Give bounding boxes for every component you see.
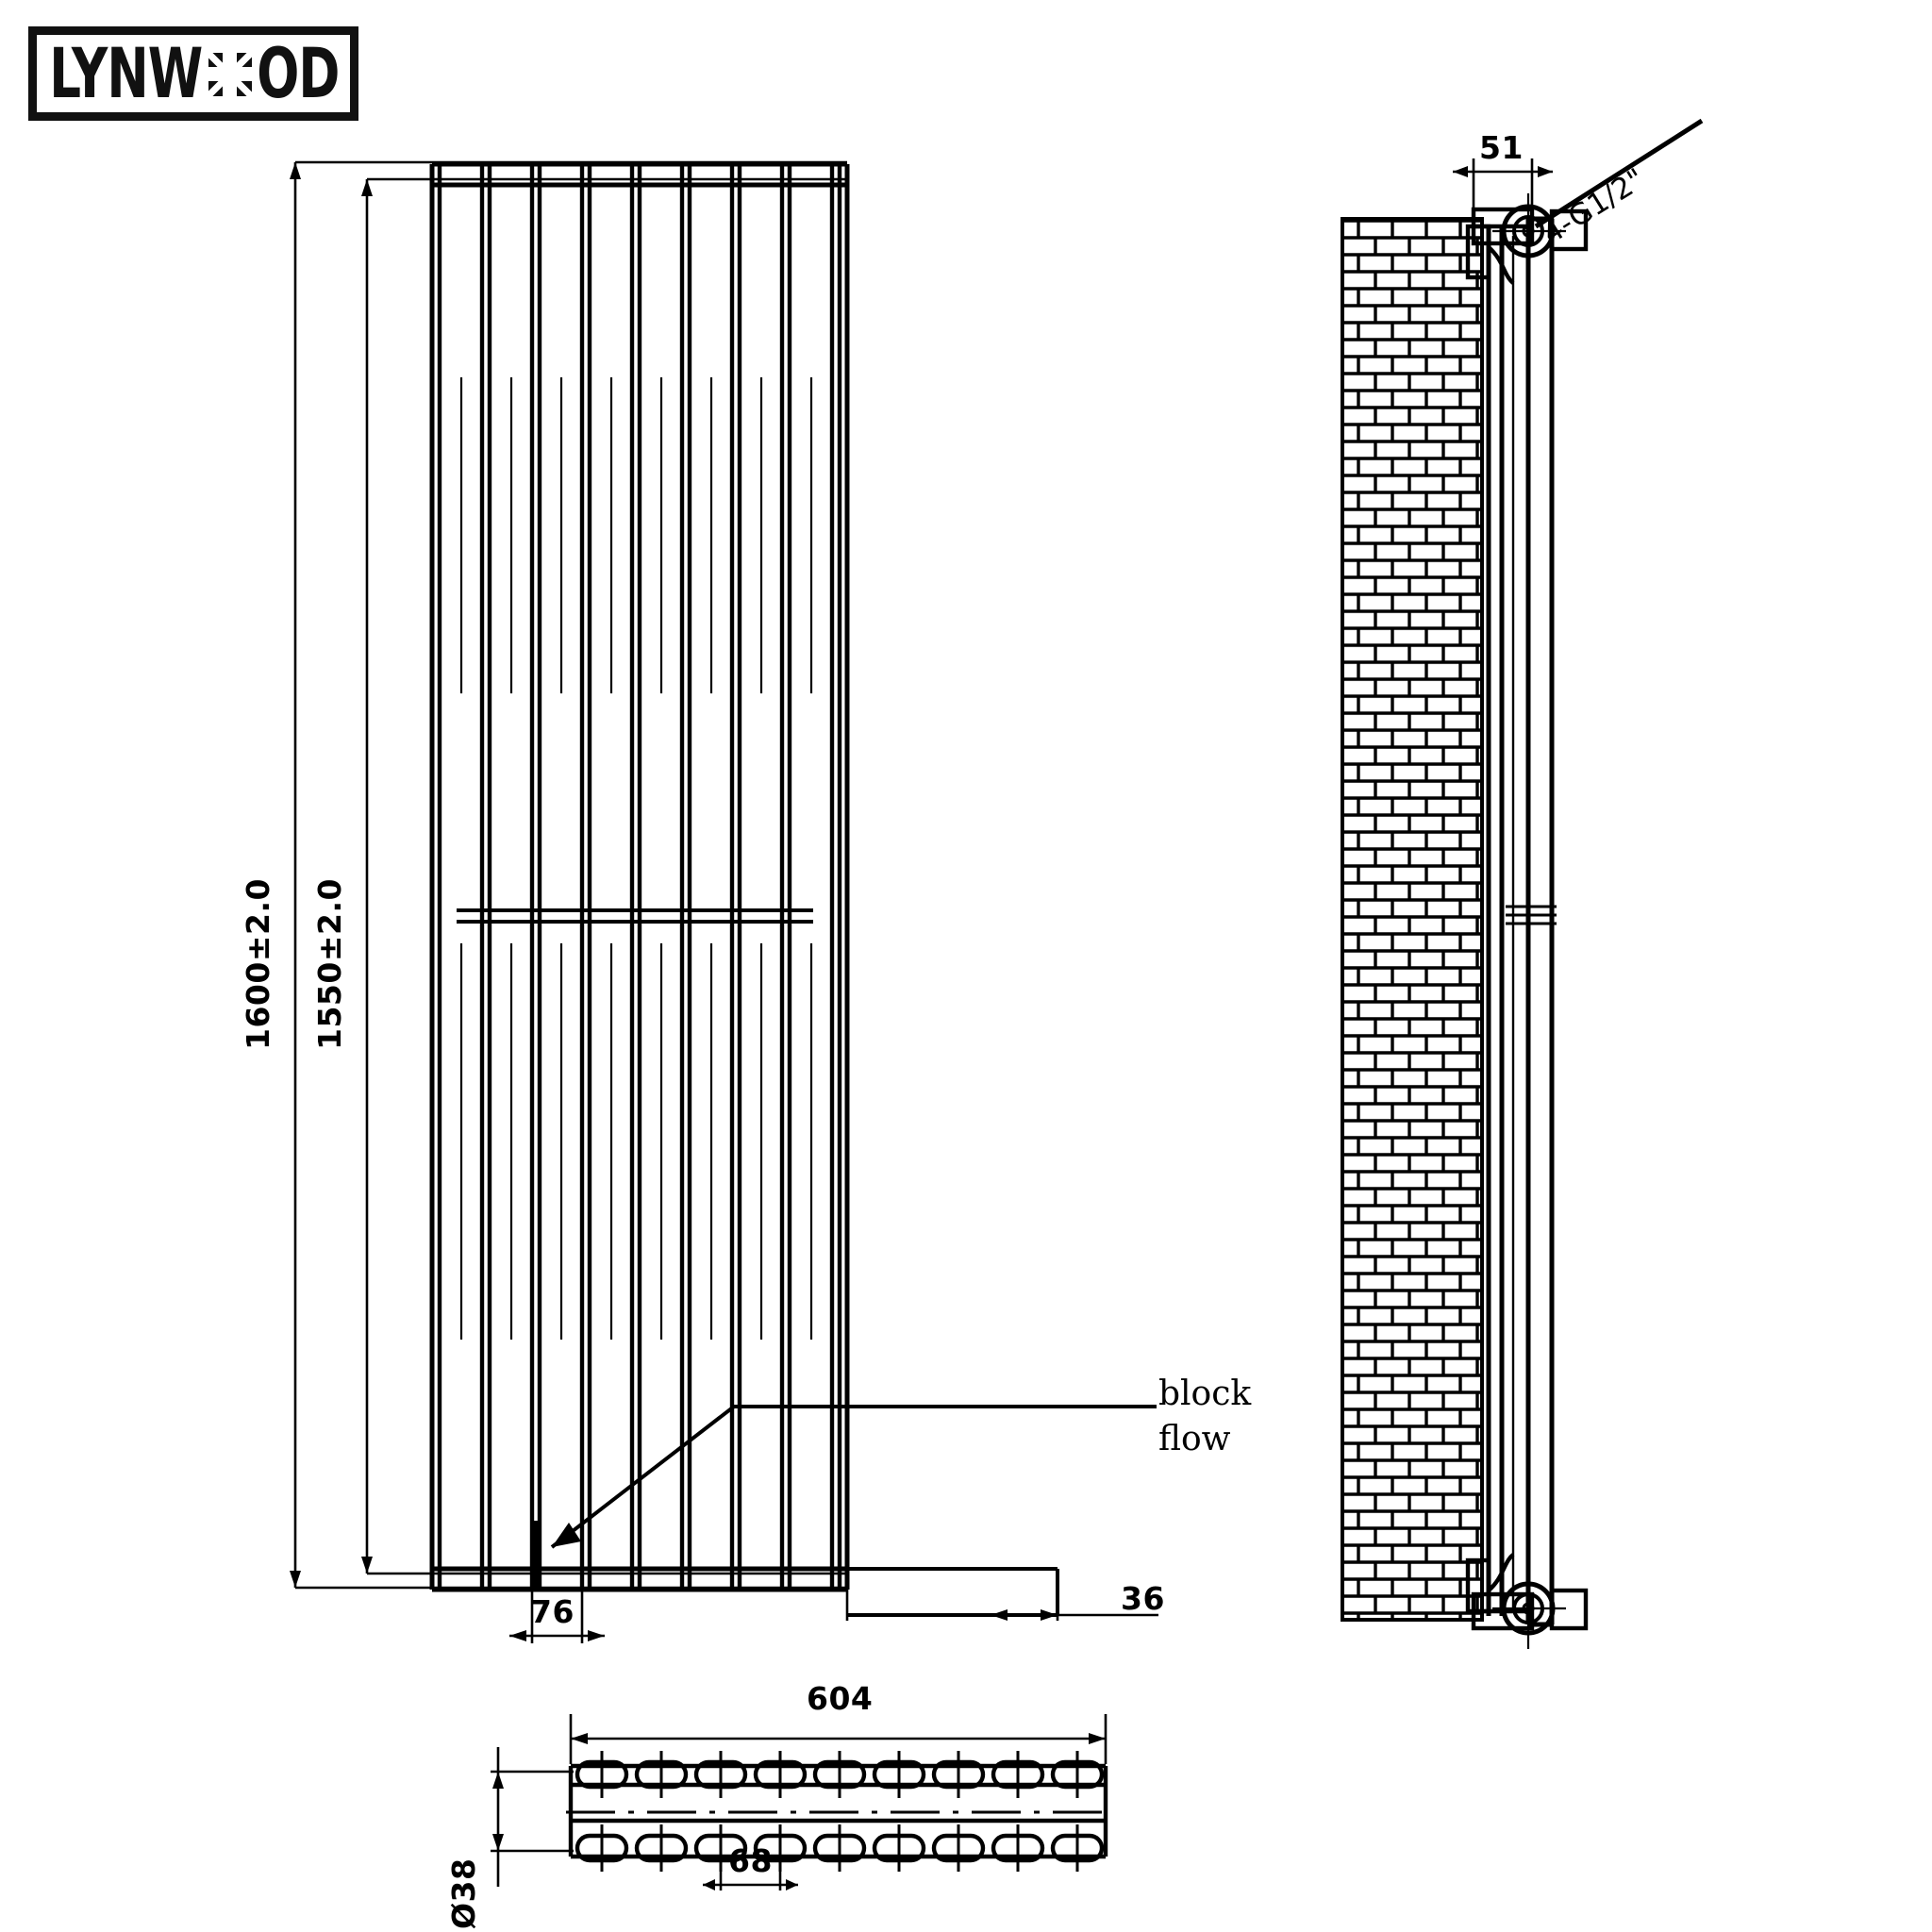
dim-51 <box>1453 158 1553 213</box>
dim-label-overall-width: 604 <box>807 1680 874 1717</box>
dim-label-bracket-width: 51 <box>1479 129 1524 166</box>
lynwood-logo: LYNW OD <box>28 26 358 121</box>
union-jack-flag-icon <box>208 53 253 96</box>
dim-label-panel-height: 1550±2.0 <box>311 878 348 1050</box>
radiator-section-body <box>1486 216 1555 1627</box>
front-elevation-group <box>290 160 1158 1643</box>
dim-604 <box>569 1714 1108 1764</box>
logo-text-right: OD <box>257 32 341 114</box>
dim-68 <box>703 1840 798 1890</box>
connection-leader <box>1534 118 1704 229</box>
dim-label-panel-width: 76 <box>530 1593 575 1630</box>
panel-centrelines-lower <box>459 943 813 1340</box>
dim-label-overall-height: 1600±2.0 <box>240 878 276 1050</box>
dim-label-edge-offset: 36 <box>1121 1580 1165 1617</box>
dim-d38 <box>491 1747 574 1887</box>
top-plan-group <box>491 1714 1111 1890</box>
brick-wall <box>1341 217 1484 1622</box>
logo-text-left: LYNW <box>49 32 203 114</box>
dim-label-depth: Ø38 <box>445 1857 482 1929</box>
panel-centrelines-upper <box>459 377 813 693</box>
front-mid-rail <box>457 908 813 924</box>
front-panel-columns <box>437 164 842 1590</box>
dim-label-panel-pitch: 68 <box>728 1842 773 1879</box>
note-block-flow-line2: flow <box>1158 1420 1231 1458</box>
note-block-flow-line1: block <box>1158 1374 1252 1413</box>
block-flow-marker <box>532 1521 541 1589</box>
side-section-group <box>1341 118 1704 1649</box>
dim-76 <box>509 1590 605 1643</box>
